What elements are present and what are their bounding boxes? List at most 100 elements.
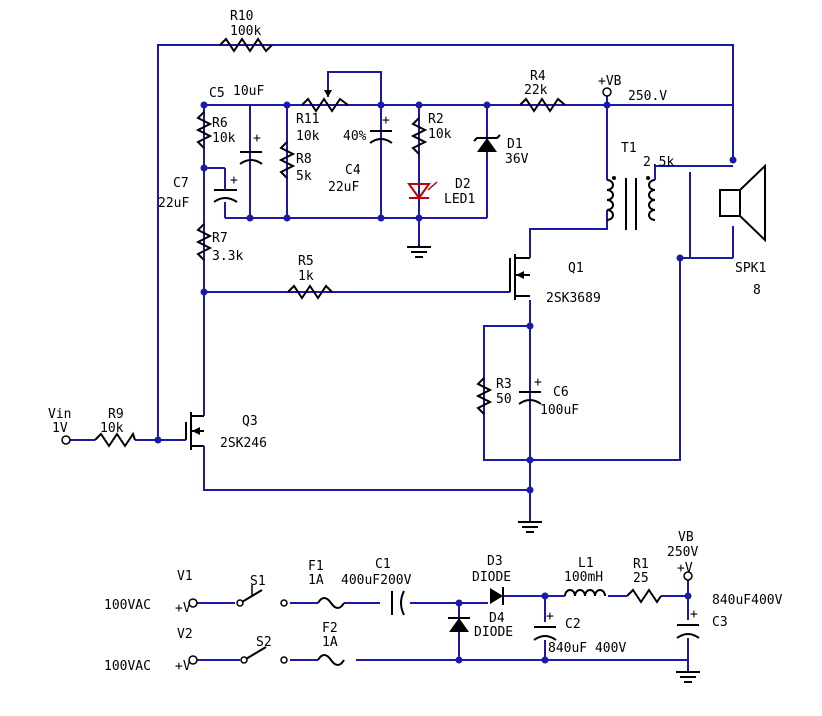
resistor-r6[interactable] bbox=[195, 111, 213, 149]
q1-value: 2SK3689 bbox=[546, 291, 601, 306]
s2-label: S2 bbox=[256, 635, 272, 650]
zener-diode-d1[interactable] bbox=[473, 134, 501, 152]
svg-text:+: + bbox=[546, 609, 554, 624]
transistor-q3[interactable] bbox=[185, 408, 205, 460]
resistor-r10[interactable] bbox=[219, 37, 273, 53]
l1-value: 100mH bbox=[564, 570, 603, 585]
vb-terminal bbox=[602, 87, 612, 97]
r8-value: 5k bbox=[296, 169, 312, 184]
led-d2[interactable] bbox=[407, 181, 438, 200]
switch-s2[interactable] bbox=[240, 646, 288, 664]
vb-bottom-sign: +V bbox=[677, 561, 693, 576]
q1-label: Q1 bbox=[568, 261, 584, 276]
transistor-q1[interactable] bbox=[509, 250, 531, 300]
r1-label: R1 bbox=[633, 557, 649, 572]
d3-value: DIODE bbox=[472, 570, 511, 585]
s1-label: S1 bbox=[250, 574, 266, 589]
transformer-t1[interactable] bbox=[606, 176, 656, 230]
resistor-r7[interactable] bbox=[195, 223, 213, 261]
d4-value: DIODE bbox=[474, 625, 513, 640]
r10-label: R10 bbox=[230, 9, 253, 24]
c3-value: 840uF400V bbox=[712, 593, 783, 608]
capacitor-c1[interactable] bbox=[391, 590, 405, 616]
vin-label: Vin bbox=[48, 407, 71, 422]
source-v1[interactable] bbox=[188, 598, 198, 608]
c5-label: C5 bbox=[209, 86, 225, 101]
resistor-r4[interactable] bbox=[519, 97, 566, 113]
vb-label: +VB bbox=[598, 74, 622, 89]
c3-label: C3 bbox=[712, 615, 728, 630]
f1-label: F1 bbox=[308, 559, 324, 574]
v1-value: 100VAC bbox=[104, 598, 151, 613]
svg-text:+: + bbox=[230, 173, 238, 188]
c7-label: C7 bbox=[173, 176, 189, 191]
source-v2[interactable] bbox=[188, 655, 198, 665]
inductor-l1[interactable] bbox=[564, 589, 606, 597]
ground-symbol bbox=[407, 245, 431, 258]
d2-label: D2 bbox=[455, 177, 471, 192]
r9-label: R9 bbox=[108, 407, 124, 422]
c2-label: C2 bbox=[565, 617, 581, 632]
c5-value: 10uF bbox=[233, 84, 264, 99]
r6-label: R6 bbox=[212, 116, 228, 131]
resistor-r1[interactable] bbox=[626, 588, 662, 604]
fuse-f1[interactable] bbox=[317, 597, 345, 609]
resistor-r2[interactable] bbox=[410, 117, 428, 155]
r5-label: R5 bbox=[298, 254, 314, 269]
v1-label: V1 bbox=[177, 569, 193, 584]
v2-value: 100VAC bbox=[104, 659, 151, 674]
r1-value: 25 bbox=[633, 571, 649, 586]
c7-value: 22uF bbox=[158, 196, 189, 211]
r4-label: R4 bbox=[530, 69, 546, 84]
f2-label: F2 bbox=[322, 621, 338, 636]
spk1-value: 8 bbox=[753, 283, 761, 298]
capacitor-c6[interactable]: + bbox=[518, 375, 542, 405]
r7-label: R7 bbox=[212, 231, 228, 246]
capacitor-c3[interactable]: + bbox=[676, 607, 700, 639]
vb-voltage: 250.V bbox=[628, 89, 667, 104]
d4-label: D4 bbox=[489, 611, 505, 626]
resistor-r9[interactable] bbox=[94, 431, 136, 448]
speaker-spk1[interactable] bbox=[719, 163, 766, 243]
q3-value: 2SK246 bbox=[220, 436, 267, 451]
r5-value: 1k bbox=[298, 269, 314, 284]
c4-label: C4 bbox=[345, 163, 361, 178]
diode-d4[interactable] bbox=[448, 617, 470, 632]
l1-label: L1 bbox=[578, 556, 594, 571]
vin-terminal[interactable] bbox=[61, 435, 71, 445]
switch-s1[interactable] bbox=[236, 585, 288, 607]
potentiometer-r11[interactable] bbox=[301, 90, 349, 113]
r6-value: 10k bbox=[212, 131, 236, 146]
resistor-r8[interactable] bbox=[278, 141, 296, 179]
f1-value: 1A bbox=[308, 573, 324, 588]
capacitor-c7[interactable]: + bbox=[213, 168, 238, 218]
capacitor-c2[interactable]: + bbox=[533, 609, 557, 641]
t1-label: T1 bbox=[621, 141, 637, 156]
vb-terminal bbox=[683, 571, 693, 581]
svg-text:+: + bbox=[534, 375, 542, 390]
resistor-r3[interactable] bbox=[475, 377, 493, 415]
r4-value: 22k bbox=[524, 83, 548, 98]
capacitor-c4[interactable]: + bbox=[369, 113, 393, 144]
d2-value: LED1 bbox=[444, 192, 475, 207]
svg-text:+: + bbox=[690, 607, 698, 622]
svg-text:+: + bbox=[382, 113, 390, 128]
d1-label: D1 bbox=[507, 137, 523, 152]
v2-label: V2 bbox=[177, 627, 193, 642]
c2-value: 840uF 400V bbox=[548, 641, 626, 656]
r2-value: 10k bbox=[428, 127, 452, 142]
c4-value: 22uF bbox=[328, 180, 359, 195]
q3-label: Q3 bbox=[242, 414, 258, 429]
d1-value: 36V bbox=[505, 152, 529, 167]
spk1-label: SPK1 bbox=[735, 261, 766, 276]
svg-text:+: + bbox=[253, 131, 261, 146]
capacitor-c5[interactable]: + bbox=[239, 131, 263, 165]
fuse-f2[interactable] bbox=[317, 654, 345, 666]
r9-value: 10k bbox=[100, 421, 124, 436]
resistor-r5[interactable] bbox=[287, 284, 333, 300]
r2-label: R2 bbox=[428, 112, 444, 127]
c6-value: 100uF bbox=[540, 403, 579, 418]
diode-d3[interactable] bbox=[490, 587, 504, 605]
